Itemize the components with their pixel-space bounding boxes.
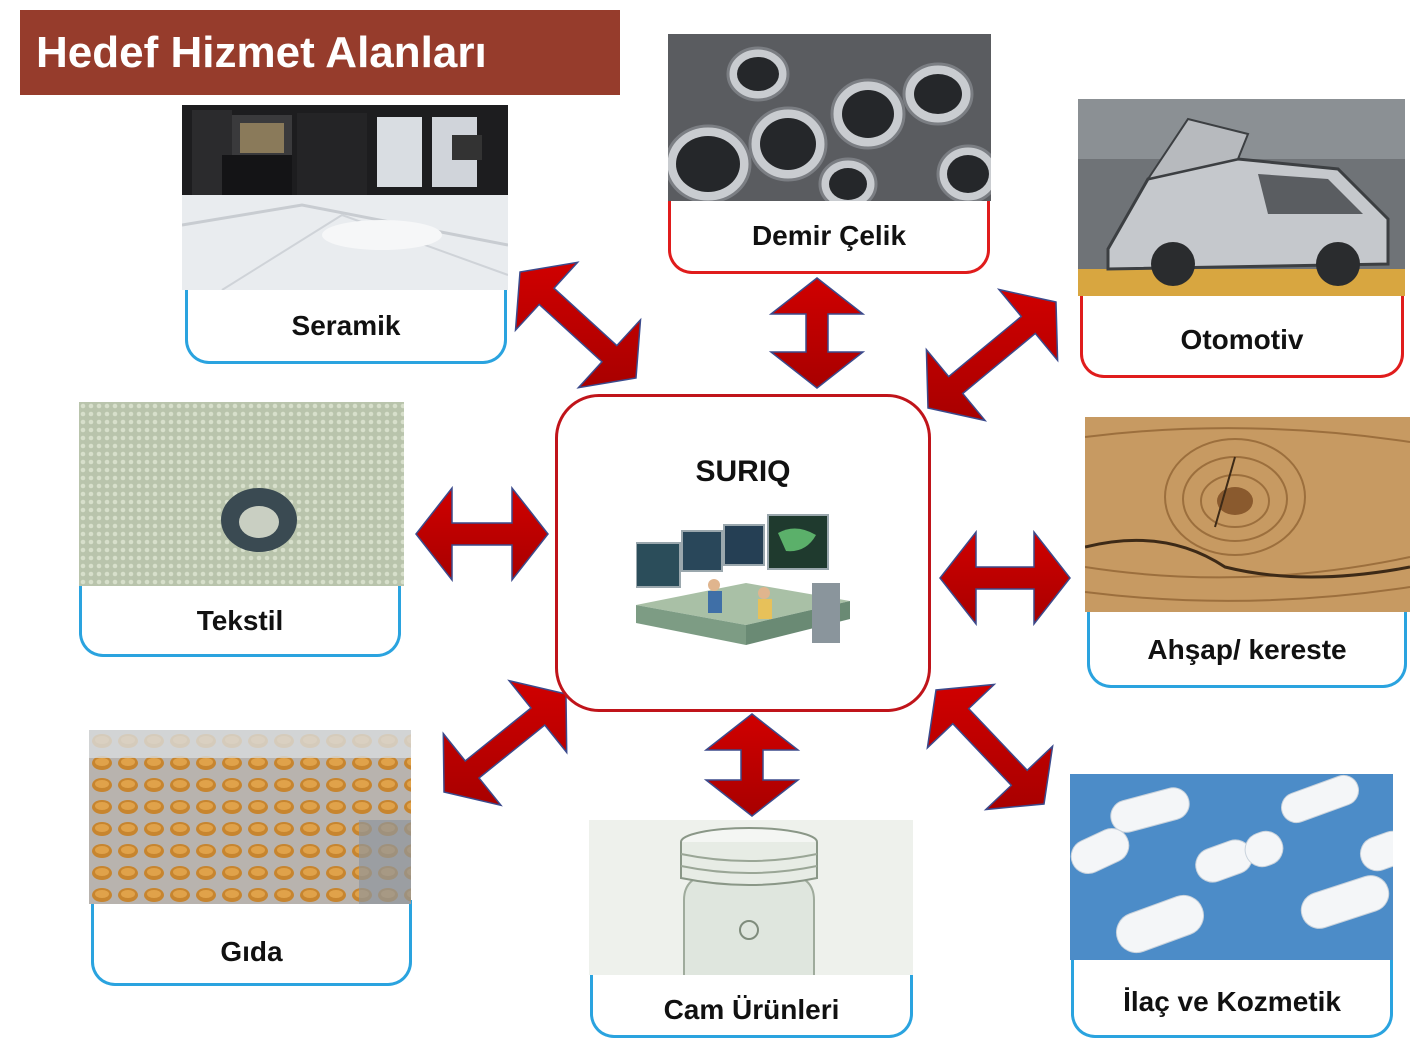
card-gida: Gıda [91,900,412,986]
image-ahsap [1085,417,1410,612]
card-ahsap: Ahşap/ kereste [1087,608,1407,688]
center-suriq-box: SURIQ [555,394,931,712]
image-ilac [1070,774,1393,960]
card-demir-celik: Demir Çelik [668,198,990,274]
image-tekstil [79,402,404,586]
arrow-seramik [514,261,642,389]
image-seramik [182,105,508,290]
arrow-gida [442,679,568,807]
label-ahsap: Ahşap/ kereste [1147,634,1347,665]
image-otomotiv [1078,99,1405,296]
arrow-tekstil [415,485,549,583]
card-ilac: İlaç ve Kozmetik [1071,958,1393,1038]
label-otomotiv: Otomotiv [1180,324,1304,355]
label-tekstil: Tekstil [196,605,284,636]
label-cam: Cam Ürünleri [663,994,840,1025]
center-label: SURIQ [695,455,791,488]
image-demir-celik [668,34,991,201]
image-gida [89,730,411,904]
arrow-otomotiv [925,288,1059,422]
arrow-ahsap [939,529,1071,627]
label-demir-celik: Demir Çelik [751,220,907,251]
card-cam: Cam Ürünleri [590,972,913,1038]
label-gida: Gıda [220,936,283,967]
label-seramik: Seramik [291,310,401,341]
image-cam [589,820,913,975]
label-ilac: İlaç ve Kozmetik [1123,986,1341,1017]
card-tekstil: Tekstil [79,583,401,657]
card-otomotiv: Otomotiv [1080,294,1404,378]
arrow-ilac [926,683,1054,811]
page-title: Hedef Hizmet Alanları [20,10,620,95]
arrow-demir [768,277,866,389]
card-seramik: Seramik [185,288,507,364]
arrow-cam [703,713,801,817]
control-room-icon [636,514,850,645]
